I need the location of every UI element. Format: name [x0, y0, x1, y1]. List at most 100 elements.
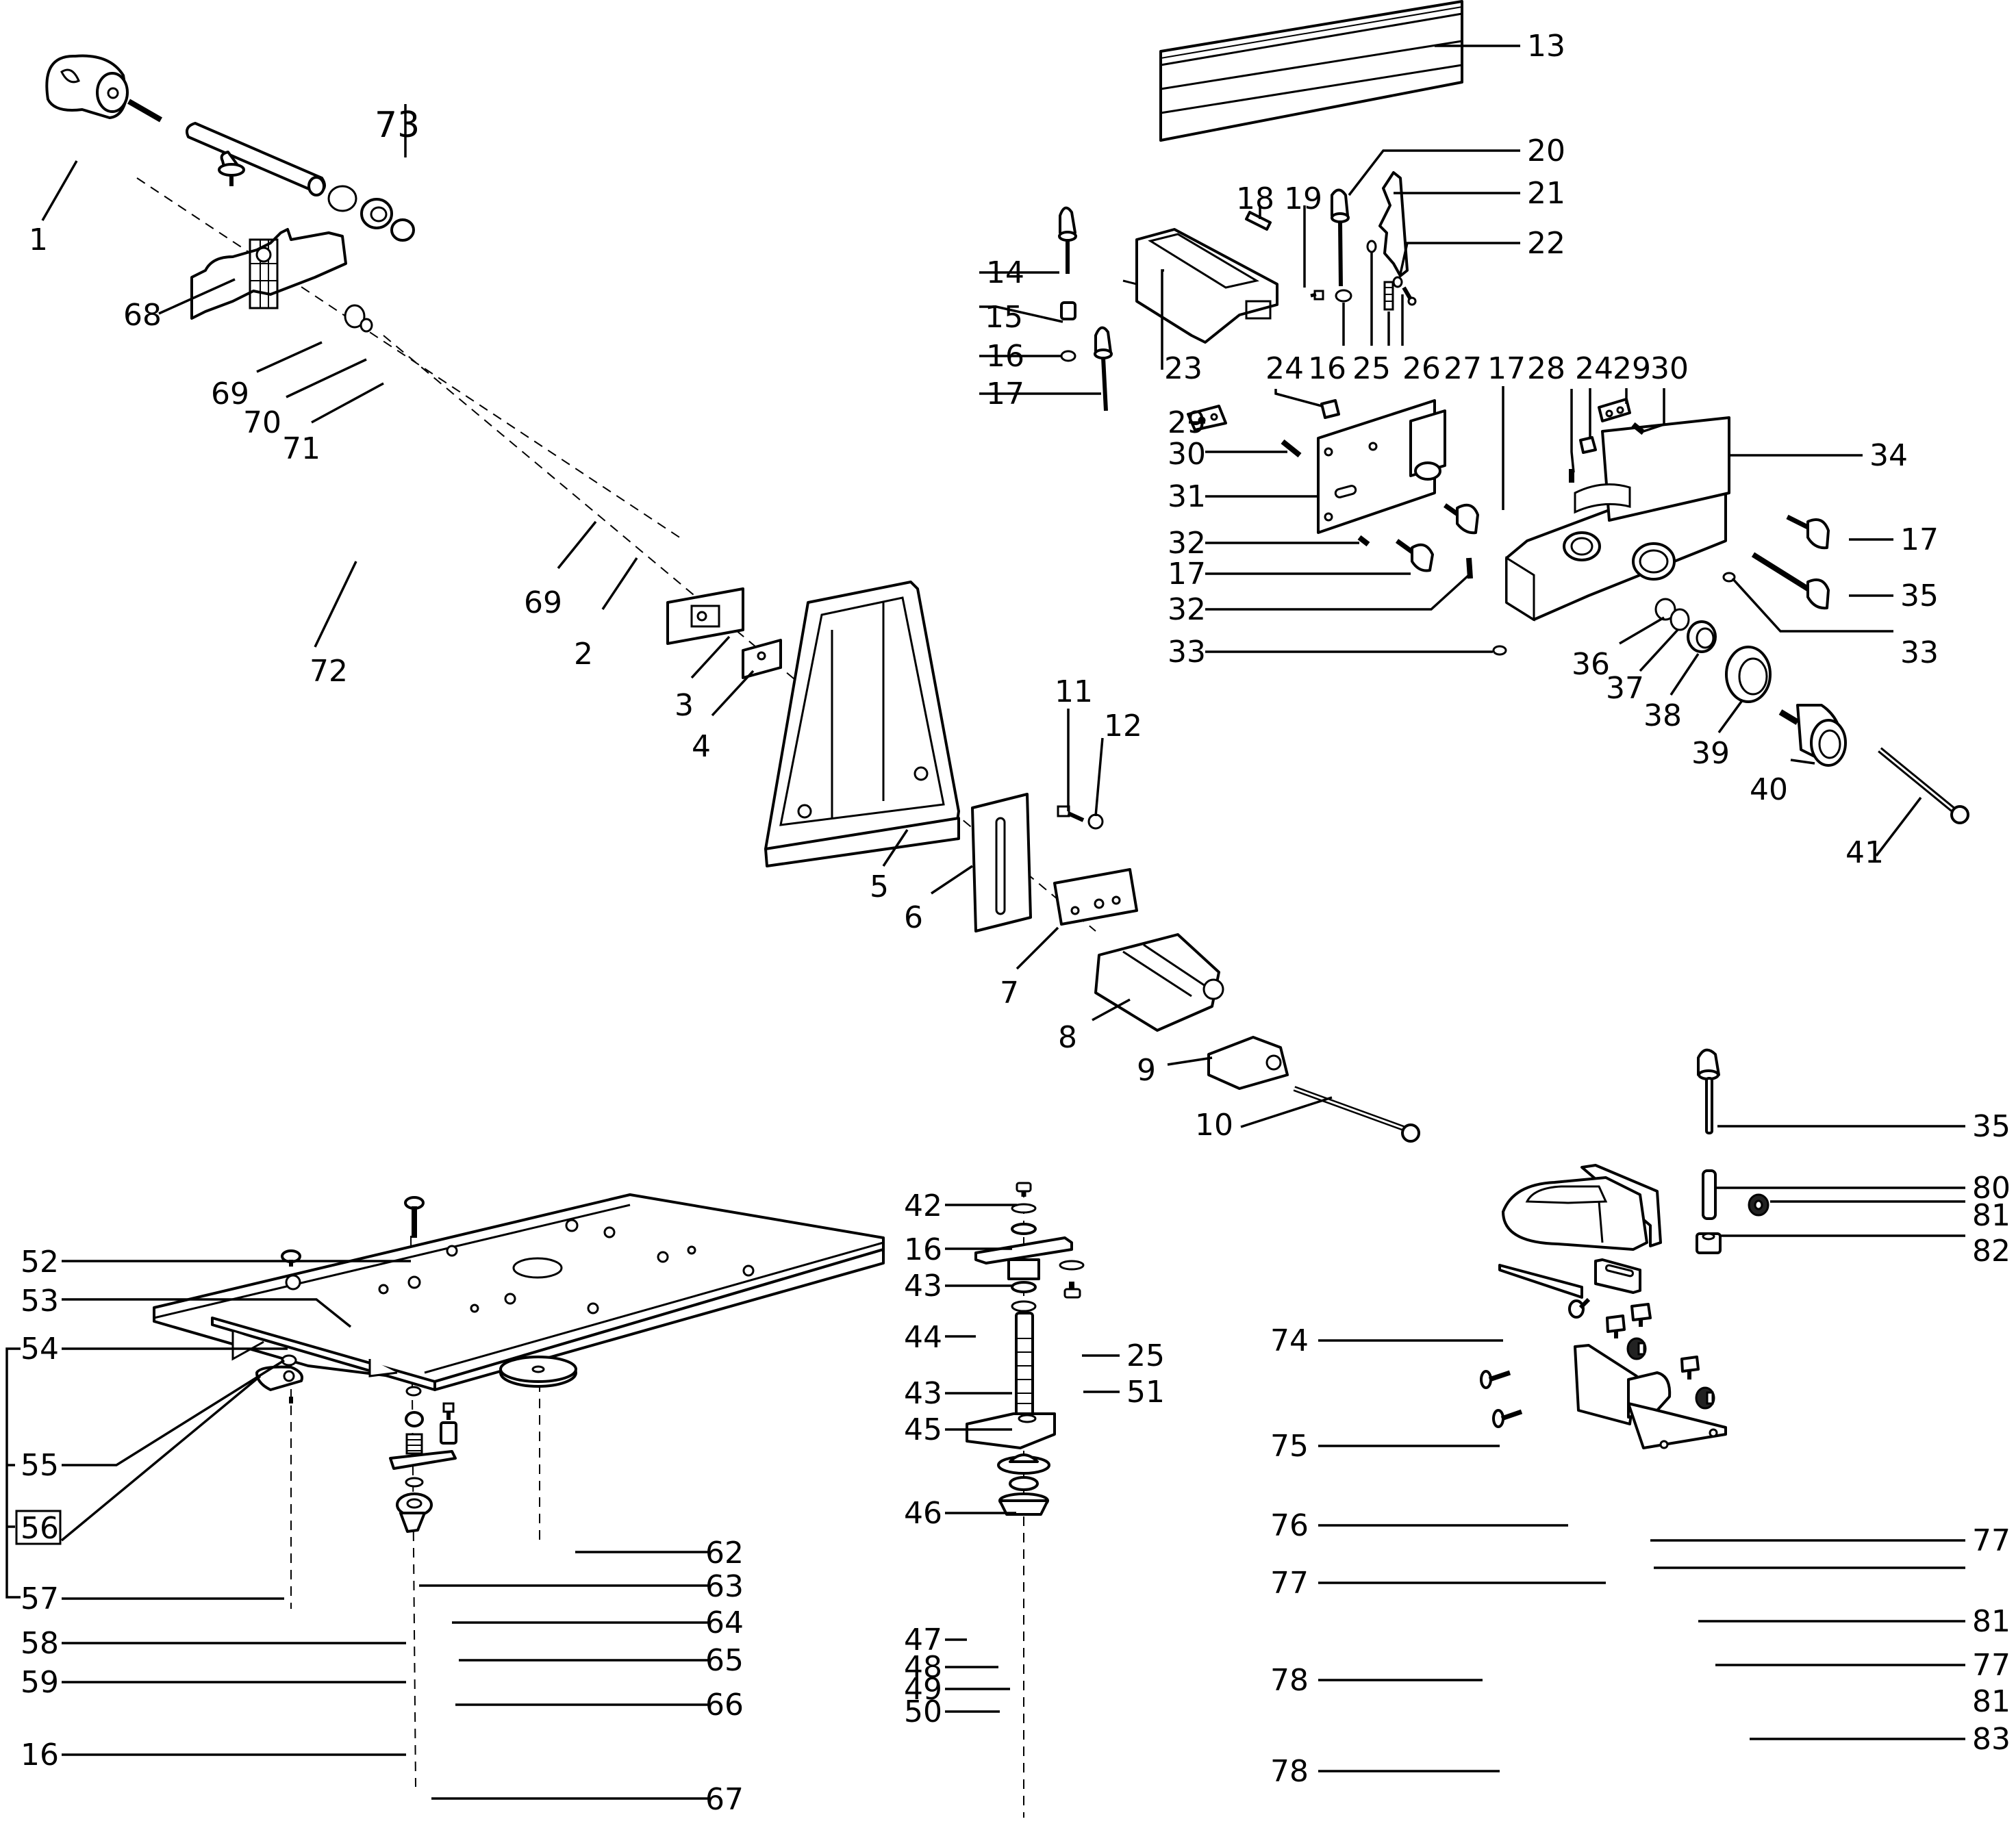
callout-78-b: 78 [1270, 1754, 1309, 1789]
callout-76: 76 [1270, 1508, 1309, 1543]
knob-assembly [45, 54, 685, 542]
height-adjuster-assembly [966, 1182, 1085, 1818]
callout-81: 81 [1972, 1198, 2011, 1233]
callout-32-b: 32 [1168, 592, 1206, 627]
callout-26: 26 [1402, 351, 1441, 386]
callout-63: 63 [705, 1569, 744, 1604]
part-32-setscrew-a [1357, 535, 1370, 547]
callout-44: 44 [904, 1320, 942, 1355]
callout-21: 21 [1527, 176, 1565, 211]
part-3-clamp-plate [666, 587, 744, 645]
callout-17-c: 17 [1168, 557, 1206, 592]
callout-25: 25 [1352, 351, 1391, 386]
callout-34: 34 [1869, 438, 1908, 473]
part-19-screw [1310, 290, 1324, 301]
leader-lines [5, 45, 1965, 1800]
callout-17-d: 17 [1900, 522, 1939, 557]
part-17-wing-screw [1094, 326, 1113, 411]
callout-53: 53 [21, 1284, 59, 1319]
part-6-slotted-plate [971, 793, 1032, 932]
callout-1: 1 [29, 223, 48, 257]
callout-17: 17 [986, 377, 1024, 411]
part-56-clamp-plate [255, 1365, 303, 1391]
callout-59: 59 [21, 1665, 59, 1700]
part-81-knurled-nut-a [1748, 1193, 1769, 1217]
callout-16-d: 16 [21, 1738, 59, 1772]
callout-52: 52 [21, 1245, 59, 1280]
part-72-fence-plate [190, 228, 347, 320]
callout-64: 64 [705, 1605, 744, 1640]
callout-67: 67 [705, 1782, 744, 1817]
part-78-bolt-a [1480, 1370, 1511, 1389]
callout-49: 49 [904, 1672, 942, 1707]
callout-77-c: 77 [1972, 1648, 2011, 1683]
part-43-washer-top [1011, 1223, 1037, 1235]
part-20-wing-screw [1331, 188, 1350, 287]
part-29-clamp-block-right [1598, 398, 1631, 422]
callout-82: 82 [1972, 1234, 2011, 1269]
callout-77-b: 77 [1270, 1566, 1309, 1601]
part-21-lever [1378, 171, 1409, 277]
part-25-washer-2 [1059, 1260, 1085, 1271]
callout-19: 19 [1284, 181, 1322, 216]
part-68-tube [186, 122, 326, 196]
callout-81-b: 81 [1972, 1604, 2011, 1639]
callout-81-c: 81 [1972, 1684, 2011, 1719]
base-plate-assembly [153, 1193, 885, 1788]
callout-3: 3 [675, 688, 694, 723]
callout-68: 68 [123, 298, 162, 333]
callout-51: 51 [1126, 1375, 1165, 1410]
callout-38: 38 [1643, 698, 1682, 733]
part-1-star-knob [45, 54, 129, 119]
callout-30: 30 [1168, 437, 1206, 472]
part-18-key [1245, 211, 1272, 231]
callout-4: 4 [692, 729, 711, 764]
part-35-pin-knob [1697, 1048, 1720, 1134]
part-37-ring [1670, 608, 1690, 631]
part-59-spring [405, 1433, 423, 1455]
part-48-foot-pad [997, 1453, 1050, 1475]
callout-14: 14 [986, 255, 1024, 290]
part-27-screw [1402, 286, 1417, 306]
part-74-dust-hood [1502, 1164, 1662, 1251]
part-66-link-arm [389, 1450, 457, 1470]
callout-54: 54 [21, 1332, 59, 1367]
callout-46: 46 [904, 1496, 942, 1531]
center-assembly [383, 335, 1420, 1143]
callout-17-b: 17 [1487, 351, 1526, 386]
callout-69: 69 [211, 377, 249, 411]
callout-36: 36 [1572, 647, 1610, 682]
part-16-washer [1060, 350, 1076, 362]
callout-6: 6 [904, 900, 923, 935]
callout-30-b: 30 [1650, 351, 1689, 386]
part-83-guard-bracket [1574, 1344, 1727, 1449]
callout-35-b: 35 [1972, 1109, 2011, 1144]
part-8-carrier [1094, 933, 1224, 1032]
callout-56: 56 [21, 1511, 59, 1546]
part-51-bolt [1063, 1282, 1081, 1299]
part-64-bolt [442, 1402, 455, 1420]
part-67-wing-nut [396, 1492, 433, 1533]
part-1-stud [127, 99, 162, 123]
callout-37: 37 [1606, 671, 1644, 706]
part-40-adjustment-knob [1778, 704, 1847, 767]
part-9-clip [1207, 1036, 1289, 1090]
part-5-trapezoid-frame [764, 581, 960, 867]
callout-72: 72 [310, 654, 348, 689]
callout-27: 27 [1444, 351, 1482, 386]
part-81-knurled-nut-b [1626, 1337, 1647, 1360]
part-82-clamp-block [1696, 1232, 1722, 1254]
callout-13: 13 [1527, 29, 1565, 64]
callout-56-box [15, 1510, 62, 1545]
callout-15: 15 [985, 300, 1023, 335]
callout-83: 83 [1972, 1722, 2011, 1757]
part-63-washer [405, 1386, 422, 1397]
callout-16-c: 16 [904, 1232, 942, 1267]
callout-40: 40 [1750, 772, 1788, 807]
part-46-threaded-spindle [1015, 1312, 1034, 1417]
part-11-screw [1057, 805, 1085, 822]
part-53-base-plate [153, 1193, 885, 1391]
callout-47: 47 [904, 1623, 942, 1657]
part-77-thumb-screw-b [1606, 1314, 1626, 1338]
